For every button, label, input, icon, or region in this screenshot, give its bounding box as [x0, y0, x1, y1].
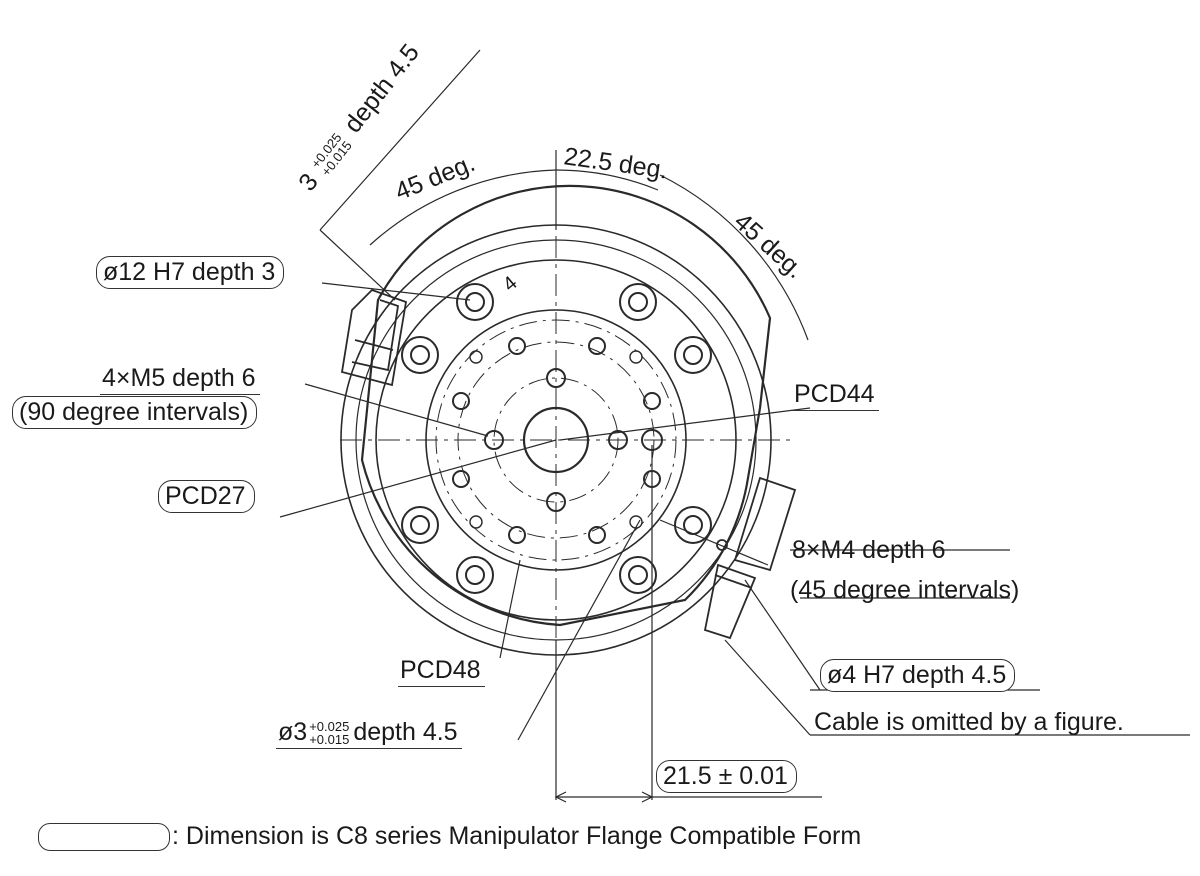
hole-3-tol-minus: +0.015 — [309, 732, 350, 748]
hole-3-depth: depth 4.5 — [353, 718, 458, 746]
left-connector — [340, 288, 408, 387]
pcd27-label: PCD27 — [158, 480, 255, 513]
hole-3-tol: +0.025+0.015 — [309, 720, 349, 746]
m5-label-line2: (90 degree intervals) — [12, 396, 258, 429]
hole-12-label: ø12 H7 depth 3 — [96, 256, 285, 289]
dimension-21-5-label: 21.5 ± 0.01 — [656, 760, 797, 793]
m5-label-line1: 4×M5 depth 6 — [100, 364, 260, 395]
m5-holes — [484, 368, 628, 512]
counterbore-holes — [401, 283, 712, 594]
m4-label-line2: (45 degree intervals) — [790, 576, 1020, 604]
leader-lines — [279, 49, 1190, 741]
hole-3-main: ø3 — [278, 718, 308, 746]
pcd48-label: PCD48 — [398, 656, 485, 687]
pcd44-label: PCD44 — [792, 380, 879, 411]
angle-dimension-arcs — [369, 150, 809, 341]
hole-3-tol-plus: +0.025 — [309, 719, 350, 735]
flange-outer-outline — [360, 184, 772, 627]
legend-text: : Dimension is C8 series Manipulator Fla… — [172, 822, 862, 850]
cable-note-label: Cable is omitted by a figure. — [814, 708, 1124, 736]
hole-4-label: ø4 H7 depth 4.5 — [820, 659, 1016, 692]
dimension-21-5 — [554, 445, 822, 803]
legend-symbol-box — [38, 823, 170, 851]
right-connector — [703, 476, 797, 640]
m4-label-line1: 8×M4 depth 6 — [792, 536, 946, 564]
